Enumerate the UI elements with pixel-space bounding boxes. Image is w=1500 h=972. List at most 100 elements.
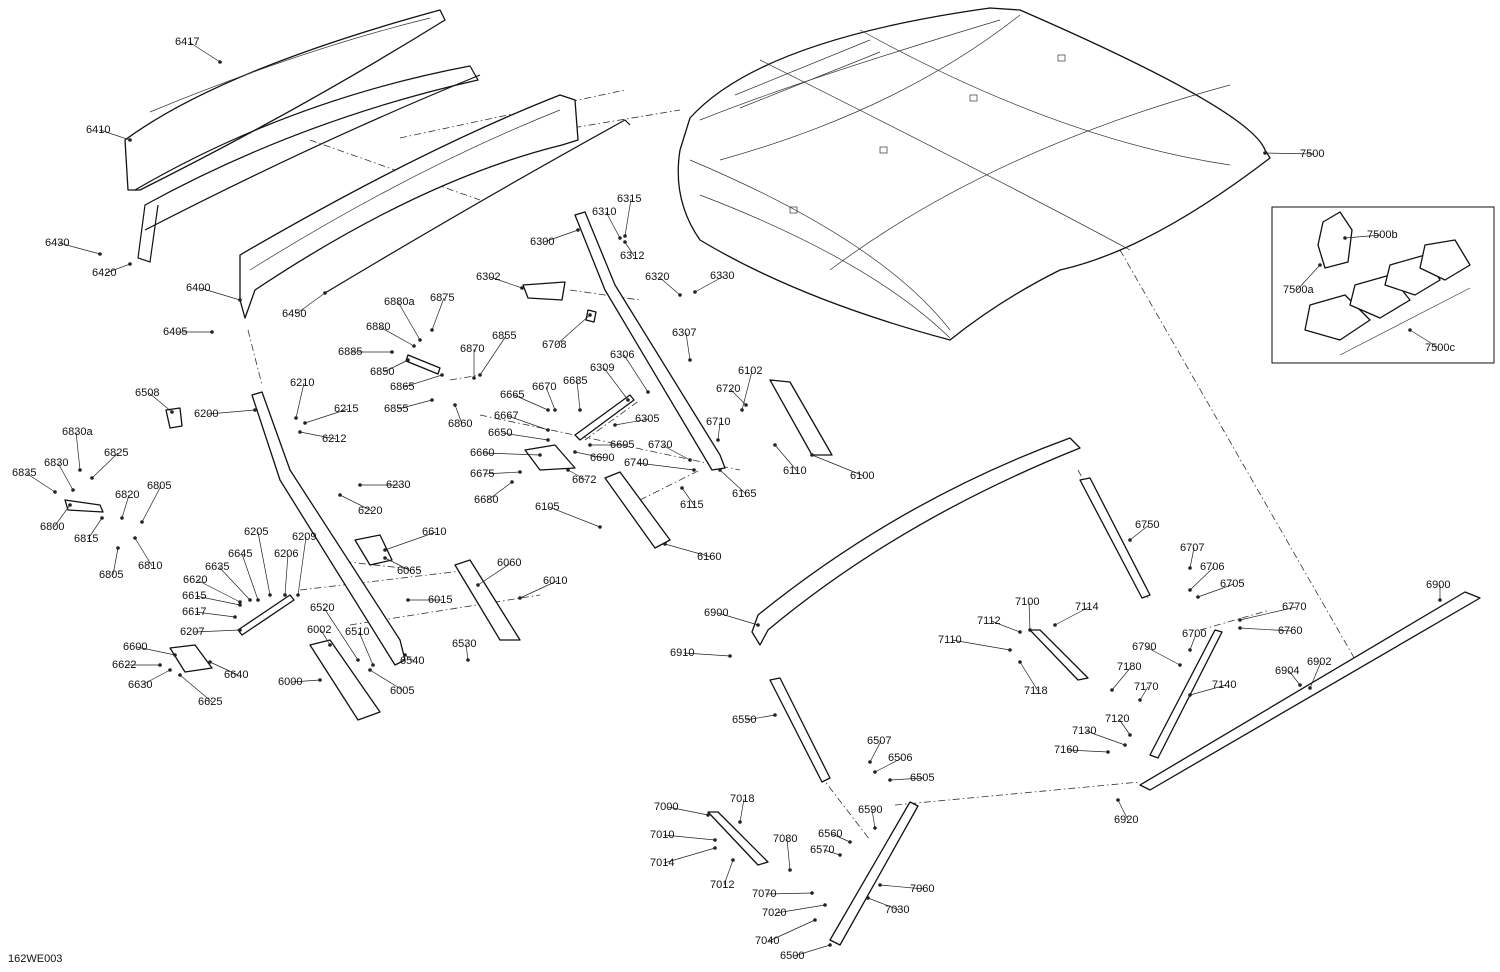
- part-number-label: 6220: [358, 505, 382, 517]
- part-number-label: 7010: [650, 829, 674, 841]
- callout-point: [1188, 648, 1192, 652]
- part-number-label: 6206: [274, 548, 298, 560]
- callout-leader: [141, 485, 162, 523]
- callout-point: [98, 252, 102, 256]
- part-number-label: 7500a: [1283, 284, 1314, 296]
- part-number-label: 6625: [198, 696, 222, 708]
- part-number-label: 6405: [163, 326, 187, 338]
- callout-point: [248, 598, 252, 602]
- part-number-label: 7500b: [1367, 229, 1398, 241]
- callout-point: [1188, 588, 1192, 592]
- callout-point: [133, 536, 137, 540]
- callout-point: [140, 520, 144, 524]
- part-number-label: 6000: [278, 676, 302, 688]
- callout-leader: [483, 452, 541, 456]
- part-number-label: 7500c: [1425, 342, 1455, 354]
- callout-leader: [218, 566, 251, 601]
- callout-point: [848, 840, 852, 844]
- callout-leader: [369, 669, 405, 692]
- callout-leader: [295, 382, 305, 419]
- callout-leader: [545, 386, 556, 411]
- part-number-label: 6209: [292, 531, 316, 543]
- part-number-label: 6667: [494, 410, 518, 422]
- callout-leader: [379, 326, 415, 347]
- callout-point: [1138, 698, 1142, 702]
- callout-point: [440, 373, 444, 377]
- callout-leader: [623, 354, 649, 393]
- callout-point: [472, 376, 476, 380]
- callout-point: [773, 713, 777, 717]
- callout-point: [838, 853, 842, 857]
- callout-point: [1178, 663, 1182, 667]
- callout-point: [253, 408, 257, 412]
- part-number-label: 6420: [92, 267, 116, 279]
- part-number-label: 6815: [74, 533, 98, 545]
- part-number-label: 6760: [1278, 625, 1302, 637]
- part-number-label: 6706: [1200, 561, 1224, 573]
- callout-point: [680, 486, 684, 490]
- callout-point: [1106, 750, 1110, 754]
- callout-leader: [605, 211, 621, 239]
- callout-leader: [257, 531, 271, 596]
- callout-leader: [1309, 661, 1322, 689]
- callout-leader: [1067, 749, 1109, 753]
- callout-leader: [397, 399, 433, 410]
- callout-leader: [768, 919, 816, 942]
- callout-point: [1298, 683, 1302, 687]
- callout-point: [371, 663, 375, 667]
- part-number-label: 6660: [470, 447, 494, 459]
- callout-leader: [717, 421, 721, 441]
- part-number-label: 6560: [818, 828, 842, 840]
- part-number-label: 6708: [542, 339, 566, 351]
- callout-leader: [739, 798, 745, 823]
- callout-leader: [358, 631, 374, 666]
- part-number-label: 7018: [730, 793, 754, 805]
- callout-leader: [384, 557, 412, 572]
- callout-leader: [1189, 684, 1227, 696]
- callout-leader: [951, 639, 1011, 651]
- part-number-label: 7070: [752, 888, 776, 900]
- callout-point: [716, 438, 720, 442]
- callout-leader: [339, 494, 373, 512]
- callout-point: [546, 438, 550, 442]
- callout-leader: [869, 740, 882, 763]
- part-number-label: 6400: [186, 282, 210, 294]
- callout-point: [566, 468, 570, 472]
- part-number-label: 6615: [182, 590, 206, 602]
- part-number-label: 6002: [307, 624, 331, 636]
- callout-point: [1188, 693, 1192, 697]
- callout-leader: [879, 884, 925, 890]
- part-number-label: 7100: [1015, 596, 1039, 608]
- callout-point: [518, 596, 522, 600]
- part-number-label: 6505: [910, 772, 934, 784]
- part-number-label: 7160: [1054, 744, 1078, 756]
- part-number-label: 7140: [1212, 679, 1236, 691]
- part-number-label: 6610: [422, 526, 446, 538]
- callout-point: [738, 820, 742, 824]
- callout-leader: [304, 408, 349, 424]
- part-number-label: 6875: [430, 292, 454, 304]
- part-number-label: 7014: [650, 857, 674, 869]
- callout-point: [128, 262, 132, 266]
- callout-leader: [91, 452, 119, 479]
- callout-leader: [479, 335, 507, 376]
- part-number-label: 6620: [183, 574, 207, 586]
- callout-point: [298, 430, 302, 434]
- part-number-label: 6010: [543, 575, 567, 587]
- callout-point: [618, 236, 622, 240]
- callout-leader: [1288, 670, 1301, 686]
- part-number-label: 6210: [290, 377, 314, 389]
- part-number-label: 6690: [590, 452, 614, 464]
- callout-leader: [193, 629, 241, 633]
- callout-leader: [793, 944, 831, 957]
- part-number-label: 7110: [938, 634, 962, 646]
- part-number-label: 6165: [732, 488, 756, 500]
- callout-leader: [555, 314, 591, 346]
- part-number-label: 6835: [12, 467, 36, 479]
- callout-leader: [207, 409, 256, 415]
- part-number-label: 6207: [180, 626, 204, 638]
- callout-leader: [513, 394, 549, 411]
- callout-point: [1028, 628, 1032, 632]
- callout-point: [238, 603, 242, 607]
- callout-point: [323, 291, 327, 295]
